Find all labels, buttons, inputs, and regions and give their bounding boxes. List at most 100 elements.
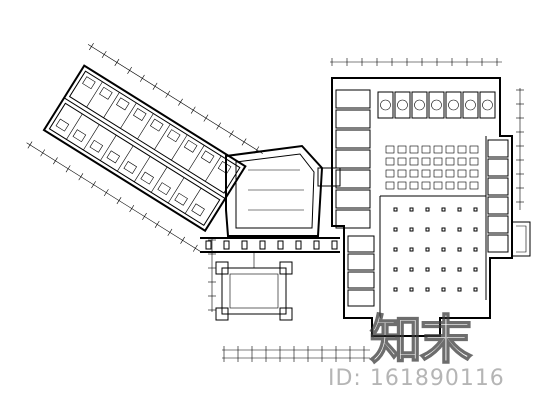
bed-icon	[174, 192, 188, 206]
bed-icon	[116, 97, 130, 111]
column	[295, 240, 302, 250]
hall-column	[441, 267, 446, 272]
hall-column	[393, 247, 398, 252]
service-room	[487, 215, 509, 234]
bed-icon	[166, 129, 181, 143]
seat-table	[385, 181, 395, 190]
seat-table	[433, 157, 443, 166]
dimension-tick	[116, 197, 122, 205]
seat-table	[457, 169, 467, 178]
bed-icon	[133, 108, 147, 121]
dimension-tick	[228, 130, 234, 138]
main-block-dimensions	[208, 58, 524, 362]
service-room	[347, 235, 375, 253]
bed-icon	[99, 86, 113, 100]
room-partition	[171, 134, 188, 161]
table-icon	[397, 99, 408, 111]
room-partition	[117, 145, 134, 172]
dimension-tick	[139, 74, 145, 82]
seat-table	[469, 169, 479, 178]
column	[241, 240, 248, 250]
hall-column	[457, 207, 462, 212]
seat-table	[421, 157, 431, 166]
service-room	[335, 89, 371, 109]
hall-column	[425, 267, 430, 272]
bed-icon	[82, 76, 96, 90]
table-icon	[414, 99, 425, 111]
top-row-rooms	[377, 91, 496, 119]
service-room	[335, 209, 371, 229]
seat-table	[397, 157, 407, 166]
hall-column	[409, 287, 414, 292]
main-building-block	[331, 77, 531, 337]
seat-table	[433, 145, 443, 154]
service-room	[487, 158, 509, 177]
bed-icon	[140, 171, 154, 185]
dimension-tick	[27, 141, 33, 149]
seat-table	[469, 181, 479, 190]
dimension-tick	[127, 66, 132, 74]
room-partition	[49, 103, 66, 129]
dimension-tick	[129, 204, 135, 213]
bed-icon	[183, 139, 198, 153]
hall-column	[425, 227, 430, 232]
seat-table	[421, 181, 431, 190]
seat-table	[445, 181, 455, 190]
hall-column	[393, 287, 398, 292]
room	[394, 91, 411, 119]
dimension-tick	[114, 58, 120, 66]
column	[205, 240, 212, 250]
bed-icon	[149, 118, 164, 132]
hall-column	[441, 247, 446, 252]
hall-column	[457, 227, 462, 232]
bed-icon	[157, 182, 171, 196]
room-partition	[86, 81, 103, 108]
dimension-tick	[192, 244, 198, 252]
seat-table	[433, 169, 443, 178]
column	[277, 240, 284, 250]
service-room	[335, 169, 371, 189]
hall-column	[441, 207, 446, 212]
seat-table	[397, 181, 407, 190]
wing-dimension-ticks	[89, 42, 260, 154]
room-partition	[137, 113, 154, 140]
bed-icon	[123, 161, 138, 174]
dimension-tick	[103, 189, 109, 197]
seat-table	[433, 181, 443, 190]
room-partition	[167, 177, 185, 204]
table-icon	[482, 99, 493, 111]
dimension-tick	[91, 181, 96, 189]
angled-guestroom-wing	[26, 42, 263, 253]
dimension-tick	[190, 106, 196, 114]
seat-table	[457, 145, 467, 154]
seat-table	[409, 157, 419, 166]
seat-table	[409, 145, 419, 154]
room	[462, 91, 479, 119]
column	[331, 240, 338, 250]
dimension-tick	[152, 82, 158, 90]
hall-column	[473, 227, 478, 232]
room-partition	[66, 113, 83, 140]
room	[445, 91, 462, 119]
dimension-tick	[53, 157, 58, 165]
room-partition	[69, 70, 86, 97]
dimension-tick	[180, 236, 185, 244]
hall-column	[473, 247, 478, 252]
hall-column	[393, 227, 398, 232]
seat-table	[421, 145, 431, 154]
right-service-rooms	[487, 139, 509, 253]
seat-table	[469, 145, 479, 154]
seat-table	[385, 169, 395, 178]
column	[259, 240, 266, 250]
room-partition	[83, 124, 100, 151]
seat-table	[397, 169, 407, 178]
dimension-tick	[165, 90, 171, 98]
hall-column	[441, 287, 446, 292]
hall-column	[409, 207, 414, 212]
service-room	[487, 234, 509, 253]
dining-seating-grid	[385, 145, 479, 190]
table-icon	[465, 99, 476, 111]
room-partition	[184, 187, 202, 214]
bed-icon	[72, 129, 87, 143]
